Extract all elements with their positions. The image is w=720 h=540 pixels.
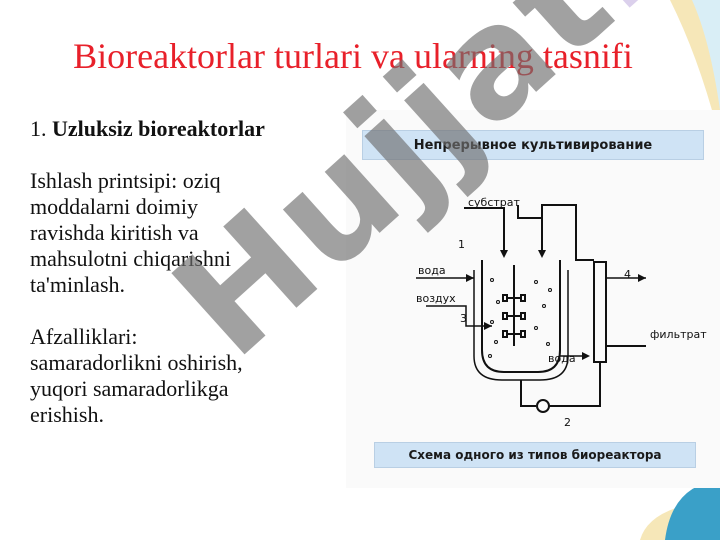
body-text: 1. Uzluksiz bioreaktorlar Ishlash prints… <box>30 116 334 428</box>
label-3: 3 <box>460 312 467 325</box>
label-substrate: субстрат <box>468 196 521 209</box>
principle-line: mahsulotni chiqarishni <box>30 246 232 271</box>
heading-text: Uzluksiz bioreaktorlar <box>52 116 265 141</box>
label-2: 2 <box>564 416 571 429</box>
bioreactor-schematic: субстрат 1 вода воздух 3 вода 4 фильтрат… <box>416 196 707 429</box>
principle-line-last: ta'minlash. <box>30 272 126 297</box>
spacer <box>30 142 334 168</box>
advantages-label: Afzalliklari: <box>30 324 138 349</box>
spacer <box>30 298 334 324</box>
heading-number: 1. <box>30 116 47 141</box>
section-heading: 1. Uzluksiz bioreaktorlar <box>30 116 334 142</box>
label-filtrate: фильтрат <box>650 328 707 341</box>
principle-line: ravishda kiritish va <box>30 220 199 245</box>
principle-line: Ishlash printsipi: oziq <box>30 168 221 193</box>
corner-decoration-bottom <box>640 480 720 540</box>
label-water-in: вода <box>418 264 446 277</box>
principle-line: moddalarni doimiy <box>30 194 199 219</box>
diagram-caption-top: Непрерывное культивирование <box>362 130 704 160</box>
advantages-line: samaradorlikni oshirish, <box>30 350 243 375</box>
corner-decoration-top <box>670 0 720 140</box>
label-4: 4 <box>624 268 631 281</box>
advantages-line-last: erishish. <box>30 402 104 427</box>
slide-title: Bioreaktorlar turlari va ularning tasnif… <box>73 36 633 76</box>
diagram-caption-bottom: Схема одного из типов биореактора <box>374 442 696 468</box>
bioreactor-diagram: Непрерывное культивирование <box>346 110 720 488</box>
label-1: 1 <box>458 238 465 251</box>
advantages-line: yuqori samaradorlikga <box>30 376 229 401</box>
label-water-out: вода <box>548 352 576 365</box>
label-air: воздух <box>416 292 456 305</box>
